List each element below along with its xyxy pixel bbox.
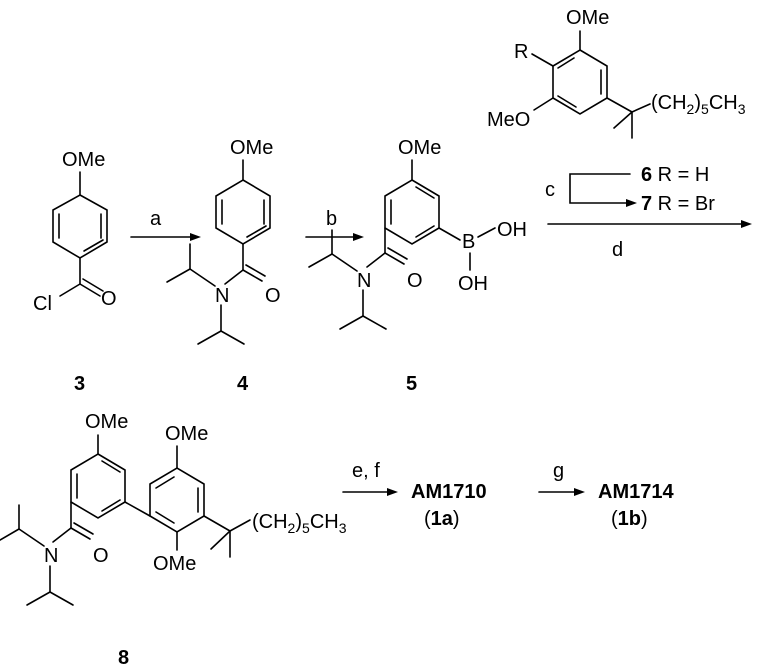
reagent-g: g bbox=[553, 460, 564, 482]
compound-4-number: 4 bbox=[237, 373, 249, 395]
reagent-b: b bbox=[326, 208, 337, 230]
n-label: N bbox=[215, 285, 229, 307]
am1710-id: (1a) bbox=[424, 508, 460, 530]
ome-label: OMe bbox=[398, 137, 441, 159]
ome-label: OMe bbox=[85, 411, 128, 433]
compound-6-line: 6 R = H bbox=[641, 164, 709, 186]
am1710-name: AM1710 bbox=[411, 481, 487, 503]
compound-7-line: 7 R = Br bbox=[641, 193, 715, 215]
n-label: N bbox=[357, 270, 371, 292]
am1714-id: (1b) bbox=[611, 508, 648, 530]
o-label: O bbox=[101, 288, 117, 310]
compound-4-structure: OMe O N bbox=[166, 137, 281, 345]
ome-label: OMe bbox=[566, 7, 609, 29]
cl-label: Cl bbox=[33, 293, 52, 315]
r-label: R bbox=[514, 41, 528, 63]
o-label: O bbox=[407, 270, 423, 292]
compound-6-7-structure: OMe R MeO (CH2)5CH3 bbox=[487, 7, 746, 139]
oh-label-2: OH bbox=[458, 273, 488, 295]
ome-label: OMe bbox=[230, 137, 273, 159]
am1714-name: AM1714 bbox=[598, 481, 674, 503]
ome-label: OMe bbox=[62, 149, 105, 171]
compound-5-structure: OMe B OH OH O N bbox=[308, 137, 527, 330]
compound-8-number: 8 bbox=[118, 647, 129, 669]
chain-label: (CH2)5CH3 bbox=[651, 92, 746, 117]
reagent-a: a bbox=[150, 208, 162, 230]
compound-3-structure: OMe Cl O bbox=[33, 149, 117, 315]
reagent-ef: e, f bbox=[352, 460, 380, 482]
compound-8-structure: OMe O N OMe OMe (CH2)5CH3 bbox=[0, 411, 347, 606]
o-label: O bbox=[93, 545, 109, 567]
oh-label-1: OH bbox=[497, 219, 527, 241]
o-label: O bbox=[265, 285, 281, 307]
reagent-c: c bbox=[545, 179, 555, 201]
chain-label: (CH2)5CH3 bbox=[252, 511, 347, 536]
ome-label-2: OMe bbox=[165, 423, 208, 445]
compound-3-number: 3 bbox=[74, 373, 85, 395]
n-label: N bbox=[44, 545, 58, 567]
ome-label-3: OMe bbox=[153, 553, 196, 575]
b-label: B bbox=[462, 231, 475, 253]
meo-label: MeO bbox=[487, 109, 530, 131]
reagent-d: d bbox=[612, 239, 623, 261]
compound-5-number: 5 bbox=[406, 373, 417, 395]
